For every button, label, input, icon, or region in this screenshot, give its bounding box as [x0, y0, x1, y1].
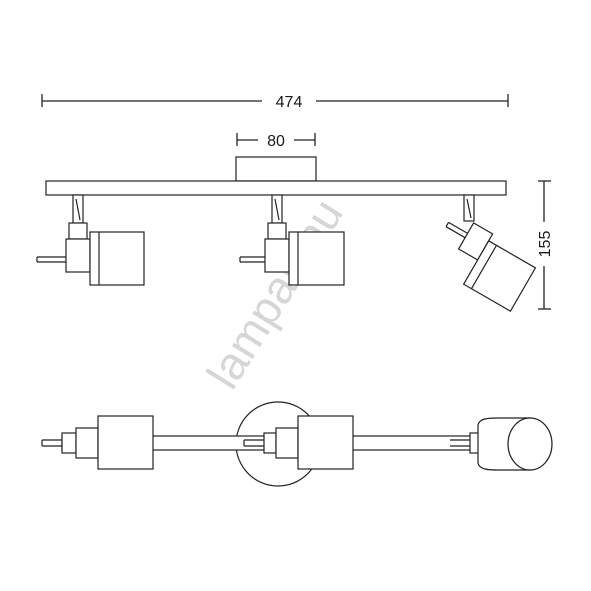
- top-spotlight-3: [450, 417, 553, 471]
- top-spotlight-2: [243, 415, 354, 470]
- dimension-total-width: 474: [41, 94, 509, 111]
- mounting-bar: [45, 180, 507, 196]
- dimension-base-width: 80: [236, 133, 316, 150]
- dimension-base-width-label: 80: [267, 133, 285, 150]
- top-view: [41, 401, 553, 487]
- ceiling-base: [235, 156, 317, 182]
- dimension-height-label: 155: [537, 231, 554, 258]
- top-spotlight-1: [41, 415, 154, 470]
- front-view: [36, 156, 537, 312]
- dimension-total-width-label: 474: [276, 94, 303, 111]
- spotlight-1: [36, 194, 145, 286]
- spotlight-2: [239, 194, 345, 286]
- spotlight-3: [445, 194, 537, 312]
- dimension-height: 155: [537, 180, 554, 310]
